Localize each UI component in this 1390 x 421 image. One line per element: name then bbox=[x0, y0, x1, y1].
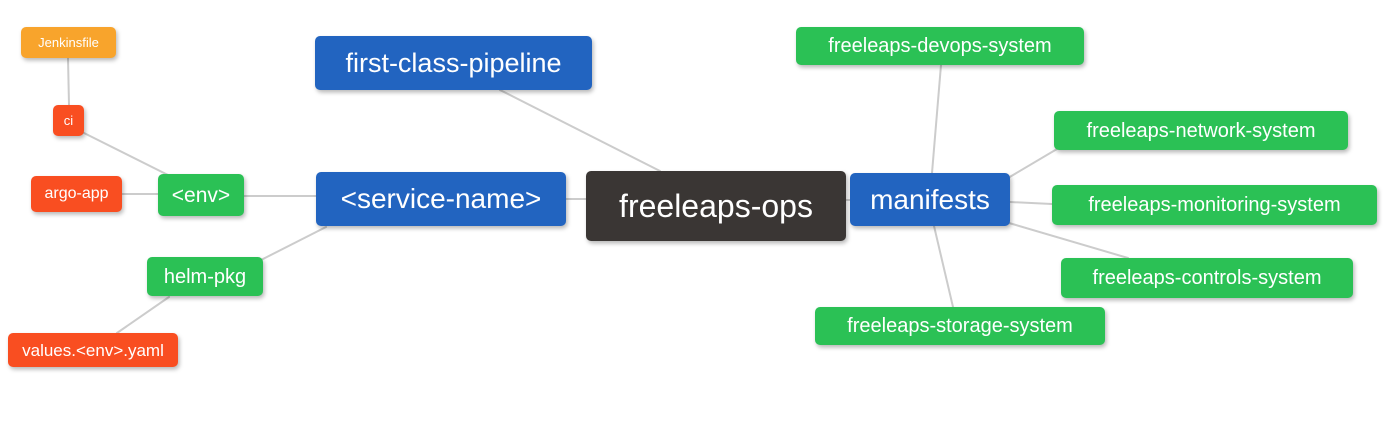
node-label: first-class-pipeline bbox=[345, 47, 562, 78]
node-label: <service-name> bbox=[340, 183, 542, 214]
node-label: freeleaps-devops-system bbox=[828, 35, 1052, 57]
edge-first-class-pipeline-to-freeleaps-ops bbox=[499, 89, 661, 172]
node-ci[interactable]: ci bbox=[53, 105, 84, 136]
node-label: helm-pkg bbox=[163, 265, 247, 288]
node-env[interactable]: <env> bbox=[158, 174, 244, 216]
node-freeleaps-ops[interactable]: freeleaps-ops bbox=[586, 171, 846, 241]
node-manifests[interactable]: manifests bbox=[850, 173, 1010, 226]
node-freeleaps-monitoring-system[interactable]: freeleaps-monitoring-system bbox=[1052, 185, 1377, 225]
node-helm-pkg[interactable]: helm-pkg bbox=[147, 257, 263, 296]
node-freeleaps-network-system[interactable]: freeleaps-network-system bbox=[1054, 111, 1348, 150]
node-label: freeleaps-monitoring-system bbox=[1088, 194, 1341, 216]
node-label: <env> bbox=[171, 183, 231, 207]
edge-manifests-to-freeleaps-network-system bbox=[1007, 148, 1058, 179]
edge-manifests-to-freeleaps-controls-system bbox=[1008, 222, 1129, 259]
node-label: Jenkinsfile bbox=[38, 35, 99, 50]
edge-ci-to-env bbox=[83, 132, 171, 177]
node-service-name[interactable]: <service-name> bbox=[316, 172, 566, 226]
edge-manifests-to-freeleaps-devops-system bbox=[931, 64, 942, 174]
node-jenkinsfile[interactable]: Jenkinsfile bbox=[21, 27, 116, 58]
edge-values-env-yaml-to-helm-pkg bbox=[116, 296, 170, 334]
edge-manifests-to-freeleaps-monitoring-system bbox=[1009, 201, 1053, 205]
node-label: freeleaps-controls-system bbox=[1092, 267, 1322, 289]
node-label: freeleaps-network-system bbox=[1086, 119, 1316, 142]
node-label: argo-app bbox=[44, 185, 109, 202]
node-label: values.<env>.yaml bbox=[22, 340, 164, 360]
node-label: ci bbox=[63, 113, 74, 128]
node-label: freeleaps-ops bbox=[619, 188, 813, 224]
node-first-class-pipeline[interactable]: first-class-pipeline bbox=[315, 36, 592, 90]
node-freeleaps-controls-system[interactable]: freeleaps-controls-system bbox=[1061, 258, 1353, 298]
node-freeleaps-devops-system[interactable]: freeleaps-devops-system bbox=[796, 27, 1084, 65]
edge-helm-pkg-to-service-name bbox=[260, 226, 327, 261]
node-freeleaps-storage-system[interactable]: freeleaps-storage-system bbox=[815, 307, 1105, 345]
edge-jenkinsfile-to-ci bbox=[67, 57, 70, 106]
node-label: freeleaps-storage-system bbox=[847, 315, 1073, 337]
node-label: manifests bbox=[870, 183, 990, 215]
node-argo-app[interactable]: argo-app bbox=[31, 176, 122, 212]
edge-manifests-to-freeleaps-storage-system bbox=[933, 225, 954, 308]
node-values-env-yaml[interactable]: values.<env>.yaml bbox=[8, 333, 178, 367]
